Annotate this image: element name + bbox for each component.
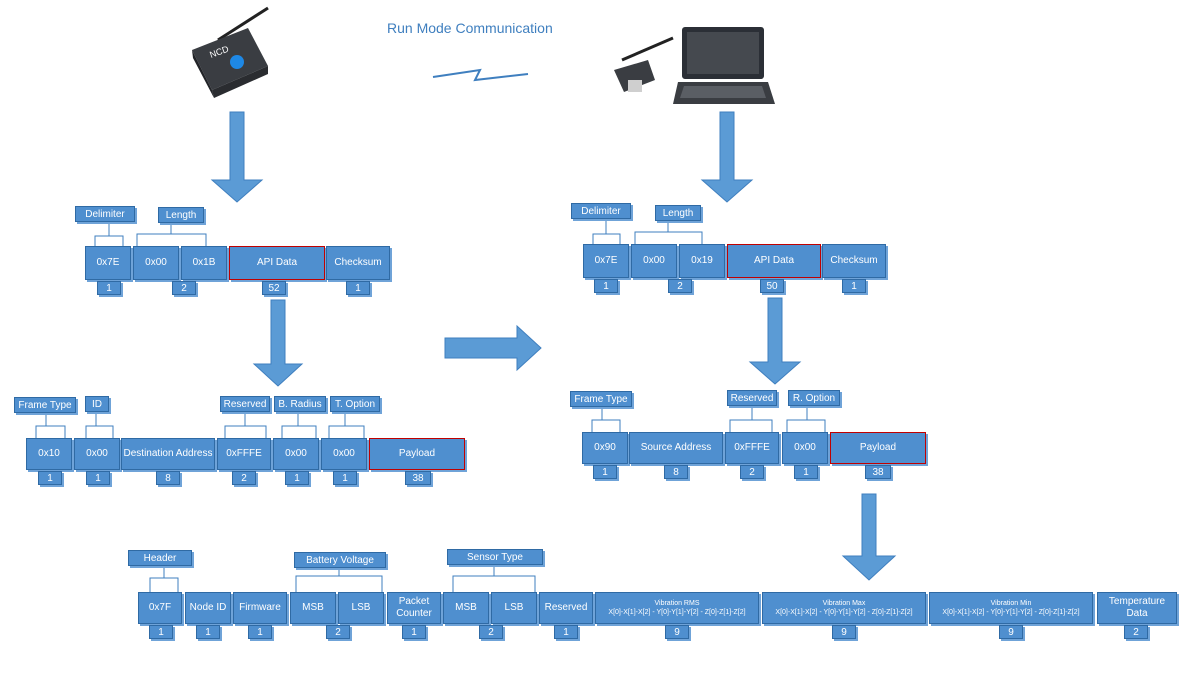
count-r-option: 1 [794, 465, 818, 479]
field-destination-address: Destination Address [121, 438, 215, 470]
b-radius-label: B. Radius [274, 396, 326, 412]
length-label: Length [158, 207, 204, 223]
reserved-label: Reserved [727, 390, 777, 406]
field-length-msb: 0x00 [133, 246, 179, 280]
field-delimiter-value: 0x7E [583, 244, 629, 278]
t-option-label: T. Option [330, 396, 380, 412]
right-arrow [444, 324, 542, 372]
field-header-value: 0x7F [138, 592, 182, 624]
field-delimiter-value: 0x7E [85, 246, 131, 280]
frame-type-label: Frame Type [14, 397, 76, 413]
vibration-min-title: Vibration Min [990, 600, 1032, 607]
reserved-label: Reserved [220, 396, 270, 412]
count-reserved: 2 [232, 471, 256, 485]
count-vibration-min: 9 [999, 625, 1023, 639]
count-id: 1 [86, 471, 110, 485]
vibration-min-axes: X[0]-X[1]-X[2] - Y[0]-Y[1]-Y[2] - Z[0]-Z… [942, 609, 1080, 616]
count-t-option: 1 [333, 471, 357, 485]
field-packet-counter: Packet Counter [387, 592, 441, 624]
field-payload: Payload [830, 432, 926, 464]
down-arrow-1 [210, 111, 264, 203]
r-option-label: R. Option [788, 390, 840, 406]
count-destination-address: 8 [156, 471, 180, 485]
field-length-lsb: 0x19 [679, 244, 725, 278]
delimiter-label: Delimiter [75, 206, 135, 222]
field-length-msb: 0x00 [631, 244, 677, 278]
laptop-icon [673, 27, 775, 104]
delimiter-label: Delimiter [571, 203, 631, 219]
field-reserved: 0xFFFE [217, 438, 271, 470]
field-b-radius: 0x00 [273, 438, 319, 470]
field-frame-type: 0x90 [582, 432, 628, 464]
field-api-data: API Data [229, 246, 325, 280]
vibration-max-axes: X[0]-X[1]-X[2] - Y[0]-Y[1]-Y[2] - Z[0]-Z… [775, 609, 913, 616]
count-frame-type: 1 [593, 465, 617, 479]
count-api-data: 52 [262, 281, 286, 295]
count-packet-counter: 1 [402, 625, 426, 639]
field-r-option: 0x00 [782, 432, 828, 464]
field-vibration-rms: Vibration RMS X[0]-X[1]-X[2] - Y[0]-Y[1]… [595, 592, 759, 624]
field-api-data: API Data [727, 244, 821, 278]
wireless-signal-icon [432, 68, 529, 82]
field-length-lsb: 0x1B [181, 246, 227, 280]
count-firmware: 1 [248, 625, 272, 639]
count-reserved: 1 [554, 625, 578, 639]
field-battery-lsb: LSB [338, 592, 384, 624]
field-reserved: 0xFFFE [725, 432, 779, 464]
count-frame-type: 1 [38, 471, 62, 485]
field-reserved: Reserved [539, 592, 593, 624]
field-source-address: Source Address [629, 432, 723, 464]
gateway-device-icon [614, 36, 674, 92]
count-payload: 38 [405, 471, 431, 485]
field-checksum: Checksum [326, 246, 390, 280]
field-temperature-data: Temperature Data [1097, 592, 1177, 624]
count-b-radius: 1 [285, 471, 309, 485]
count-vibration-max: 9 [832, 625, 856, 639]
field-vibration-max: Vibration Max X[0]-X[1]-X[2] - Y[0]-Y[1]… [762, 592, 926, 624]
count-length: 2 [172, 281, 196, 295]
field-frame-type: 0x10 [26, 438, 72, 470]
field-node-id: Node ID [185, 592, 231, 624]
count-node-id: 1 [196, 625, 220, 639]
vibration-rms-axes: X[0]-X[1]-X[2] - Y[0]-Y[1]-Y[2] - Z[0]-Z… [608, 609, 746, 616]
count-battery-voltage: 2 [326, 625, 350, 639]
field-id: 0x00 [74, 438, 120, 470]
vibration-rms-title: Vibration RMS [654, 600, 700, 607]
count-delimiter: 1 [594, 279, 618, 293]
field-battery-msb: MSB [290, 592, 336, 624]
count-checksum: 1 [346, 281, 370, 295]
frame-type-label: Frame Type [570, 391, 632, 407]
field-payload: Payload [369, 438, 465, 470]
count-length: 2 [668, 279, 692, 293]
down-arrow-5 [841, 493, 897, 581]
count-vibration-rms: 9 [665, 625, 689, 639]
down-arrow-3 [252, 299, 304, 387]
vibration-max-title: Vibration Max [822, 600, 866, 607]
count-reserved: 2 [740, 465, 764, 479]
id-label: ID [85, 396, 109, 412]
diagram-title: Run Mode Communication [387, 20, 553, 36]
sensor-device-icon: NCD [192, 6, 269, 98]
field-firmware: Firmware [233, 592, 287, 624]
count-api-data: 50 [760, 279, 784, 293]
battery-voltage-label: Battery Voltage [294, 552, 386, 568]
field-t-option: 0x00 [321, 438, 367, 470]
down-arrow-2 [700, 111, 754, 203]
field-sensor-msb: MSB [443, 592, 489, 624]
count-sensor-type: 2 [479, 625, 503, 639]
down-arrow-4 [748, 297, 802, 385]
count-checksum: 1 [842, 279, 866, 293]
count-delimiter: 1 [97, 281, 121, 295]
field-checksum: Checksum [822, 244, 886, 278]
count-payload: 38 [865, 465, 891, 479]
count-header: 1 [149, 625, 173, 639]
field-vibration-min: Vibration Min X[0]-X[1]-X[2] - Y[0]-Y[1]… [929, 592, 1093, 624]
count-temperature-data: 2 [1124, 625, 1148, 639]
header-label: Header [128, 550, 192, 566]
count-source-address: 8 [664, 465, 688, 479]
sensor-type-label: Sensor Type [447, 549, 543, 565]
length-label: Length [655, 205, 701, 221]
field-sensor-lsb: LSB [491, 592, 537, 624]
